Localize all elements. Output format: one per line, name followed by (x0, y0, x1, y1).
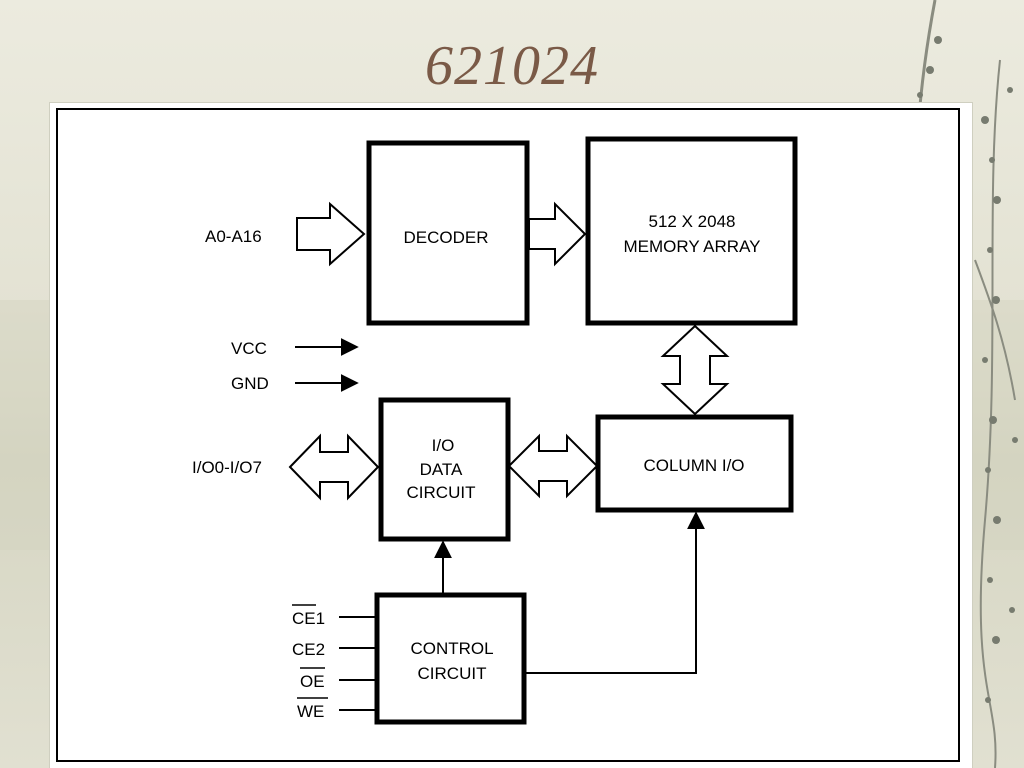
address-label: A0-A16 (205, 227, 262, 246)
address-input-arrow (296, 201, 366, 267)
diagram-border (56, 108, 960, 762)
decoder-to-memory-arrow (528, 201, 587, 267)
io-data-label-3: CIRCUIT (407, 483, 476, 502)
column-io-label: COLUMN I/O (643, 456, 744, 475)
decoder-block (366, 140, 530, 326)
oe-label: OE (300, 672, 325, 691)
control-circuit-block (374, 592, 527, 725)
decoder-label: DECODER (403, 228, 488, 247)
ce2-label: CE2 (292, 640, 325, 659)
ce1-label: CE1 (292, 609, 325, 628)
control-label-1: CONTROL (410, 639, 493, 658)
io-data-label-2: DATA (420, 460, 463, 479)
memory-array-block (585, 136, 798, 326)
slide-title: 621024 (425, 35, 599, 97)
vcc-label: VCC (231, 339, 267, 358)
we-label: WE (297, 702, 324, 721)
memory-array-label-1: 512 X 2048 (649, 212, 736, 231)
memory-column-io-arrow (660, 324, 730, 416)
memory-array-label-2: MEMORY ARRAY (624, 237, 761, 256)
io-data-label-1: I/O (432, 436, 455, 455)
io-data-column-arrow (507, 433, 599, 499)
column-io-block (595, 414, 794, 513)
io-pins-arrow (288, 433, 380, 501)
gnd-label: GND (231, 374, 269, 393)
io-pins-label: I/O0-I/O7 (192, 458, 262, 477)
io-data-circuit-block (378, 397, 511, 542)
control-to-column-arrow (526, 511, 705, 674)
control-label-2: CIRCUIT (418, 664, 487, 683)
